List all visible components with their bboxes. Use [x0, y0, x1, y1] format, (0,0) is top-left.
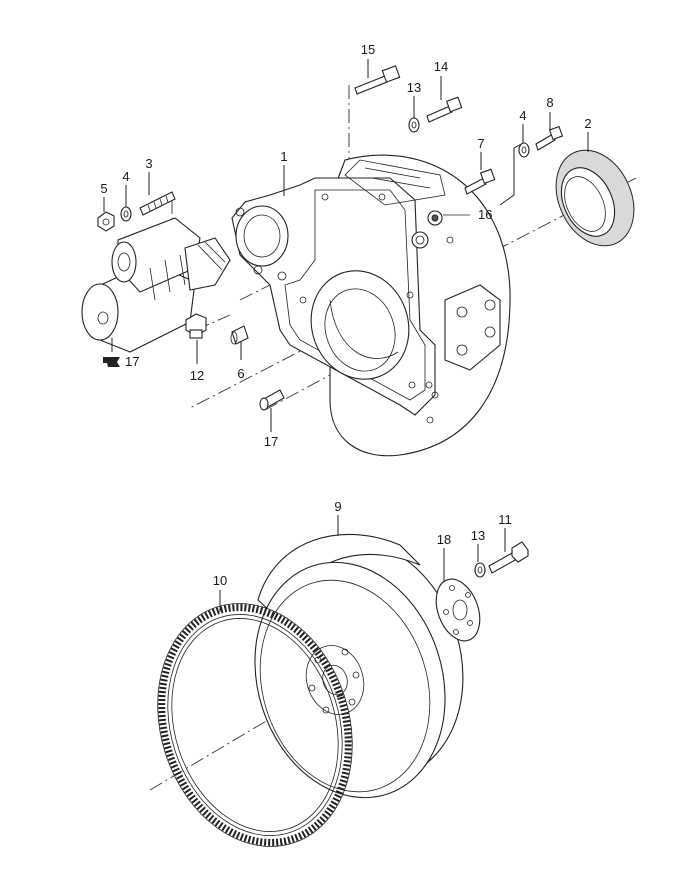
callout-5: 5	[100, 181, 107, 196]
callout-17: 17	[264, 434, 278, 449]
flywheel-housing	[231, 154, 511, 457]
leader-lines-bottom	[219, 515, 506, 612]
callout-6: 6	[237, 366, 244, 381]
stud-part-3	[139, 191, 176, 216]
washer-part-4-left	[120, 206, 132, 222]
callout-1: 1	[280, 149, 287, 164]
leader-lines-top	[103, 59, 589, 432]
flywheel-part-9	[254, 533, 464, 799]
callout-7: 7	[477, 136, 484, 151]
bolt-part-14	[426, 96, 463, 123]
nut-part-5	[97, 211, 115, 232]
reference-flag-icon	[103, 357, 120, 367]
callout-18: 18	[437, 532, 451, 547]
drain-plug-part-16	[411, 210, 470, 249]
callout-labels: 1 2 3 4 4 5 6 7 8 9 10 11 12 13 13 14 15…	[100, 42, 591, 588]
callout-2: 2	[584, 116, 591, 131]
callout-14: 14	[434, 59, 448, 74]
callout-11: 11	[498, 512, 512, 527]
callout-4-right: 4	[519, 108, 526, 123]
callout-10: 10	[213, 573, 227, 588]
bolt-part-8	[535, 125, 564, 151]
callout-13-bottom: 13	[471, 528, 485, 543]
plate-part-18	[435, 578, 481, 642]
callout-8: 8	[546, 95, 553, 110]
callout-4-left: 4	[122, 169, 129, 184]
callout-3: 3	[145, 156, 152, 171]
washer-part-13-bottom	[474, 562, 486, 578]
ring-gear-part-10	[157, 603, 353, 847]
callout-15: 15	[361, 42, 375, 57]
bolt-part-15	[354, 65, 401, 95]
bolt-part-11	[488, 541, 529, 574]
callout-12: 12	[190, 368, 204, 383]
callout-13-top: 13	[407, 80, 421, 95]
callout-16: 16	[478, 207, 492, 222]
washer-part-4-right	[518, 142, 530, 158]
dowel-part-6	[230, 325, 249, 345]
callout-9: 9	[334, 499, 341, 514]
seal-ring-part-2	[555, 149, 635, 247]
screw-part-17	[259, 389, 285, 411]
washer-part-13-top	[408, 117, 420, 133]
callout-17-flag: 17	[125, 354, 139, 369]
plug-part-12	[185, 313, 207, 339]
starter-motor	[81, 217, 231, 353]
bolt-part-7	[464, 168, 496, 195]
